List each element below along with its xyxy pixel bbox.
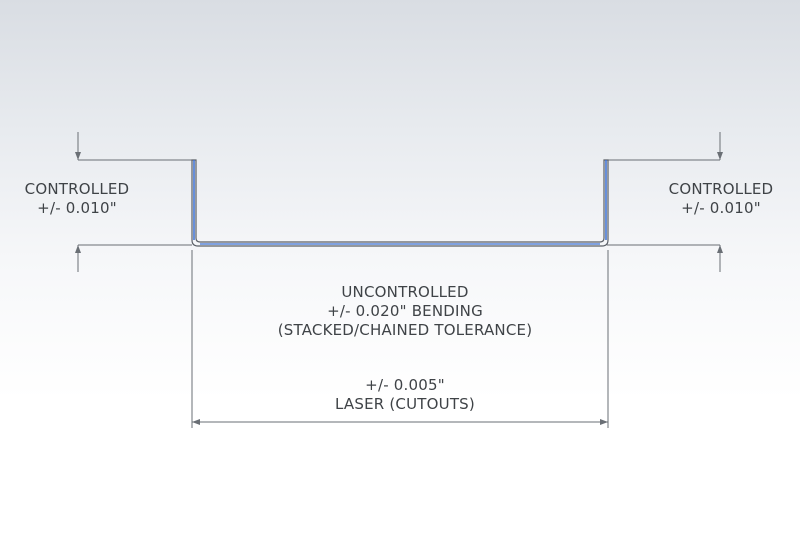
left-arrow-bottom (75, 245, 81, 253)
channel-part (191, 159, 609, 247)
channel-outline (191, 159, 609, 247)
overall-width-dimension (191, 250, 609, 428)
right-controlled-tolerance: +/- 0.010" (681, 199, 761, 217)
left-arrow-top (75, 152, 81, 160)
laser-cutouts-note: LASER (CUTOUTS) (335, 395, 475, 413)
uncontrolled-label: UNCONTROLLED +/- 0.020" BENDING (STACKED… (230, 283, 580, 340)
stacked-tolerance-note: (STACKED/CHAINED TOLERANCE) (277, 321, 533, 339)
left-controlled-tolerance: +/- 0.010" (37, 199, 117, 217)
right-arrow-top (717, 152, 723, 160)
right-controlled-label: CONTROLLED +/- 0.010" (646, 180, 796, 218)
right-controlled-title: CONTROLLED (668, 180, 774, 198)
laser-tolerance-value: +/- 0.005" (365, 376, 445, 394)
right-height-dimension (607, 132, 723, 272)
width-arrow-right (600, 419, 608, 425)
bending-tolerance: +/- 0.020" BENDING (327, 302, 483, 320)
sheet-metal-drawing (75, 132, 723, 428)
left-controlled-label: CONTROLLED +/- 0.010" (2, 180, 152, 218)
right-arrow-bottom (717, 245, 723, 253)
laser-tolerance-label: +/- 0.005" LASER (CUTOUTS) (280, 376, 530, 414)
left-height-dimension (75, 132, 192, 272)
width-arrow-left (192, 419, 200, 425)
model-viewport: CONTROLLED +/- 0.010" CONTROLLED +/- 0.0… (0, 0, 800, 470)
uncontrolled-title: UNCONTROLLED (341, 283, 469, 301)
left-controlled-title: CONTROLLED (24, 180, 130, 198)
